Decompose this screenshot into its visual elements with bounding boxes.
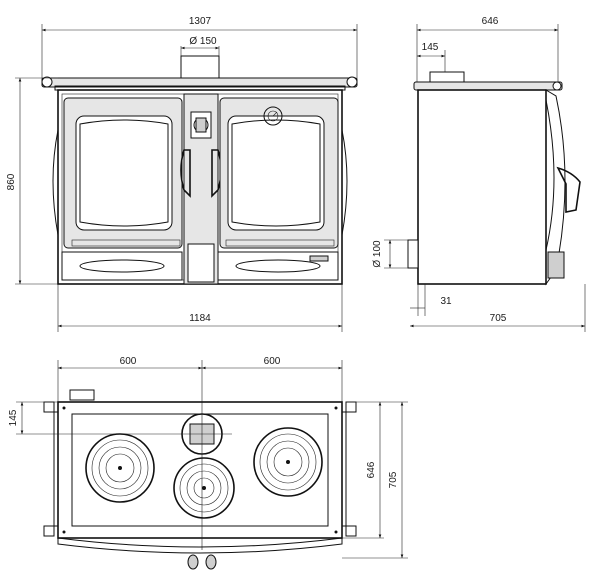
hot-plate-icon <box>85 433 155 503</box>
dim-plan-flue-offset-label: 145 <box>8 409 19 426</box>
front-view: 1307 Ø 150 <box>6 16 358 332</box>
dim-body-width-label: 1184 <box>189 313 211 324</box>
side-view: 646 145 Ø 100 <box>372 16 586 332</box>
dim-side-depth-top-label: 646 <box>482 16 499 27</box>
plan-view: 600 600 145 <box>8 356 408 570</box>
dimension-plan-halves: 600 600 <box>57 356 343 408</box>
thermometer-icon <box>263 106 283 126</box>
dim-plan-left-label: 600 <box>120 356 137 367</box>
dim-height-label: 860 <box>6 173 17 190</box>
hot-plate-icon <box>173 457 235 519</box>
hot-plate-icon <box>253 427 323 497</box>
dim-plan-depth-inner-label: 646 <box>366 461 377 478</box>
dim-flue-offset-label: 145 <box>422 42 439 53</box>
dimension-side-depth-top: 646 <box>416 16 559 84</box>
dimension-total-width: 1307 <box>41 16 358 80</box>
dimension-flue-offset: 145 <box>417 42 446 72</box>
dim-plan-depth-outer-label: 705 <box>388 471 399 488</box>
dimension-side-depth-bottom: 705 <box>410 284 586 332</box>
rear-outlet: Ø 100 <box>372 239 419 269</box>
dim-rear-outlet-label: Ø 100 <box>372 240 383 268</box>
dimension-plan-depths: 646 705 <box>342 401 408 559</box>
dim-plan-right-label: 600 <box>264 356 281 367</box>
dim-flue-diameter-label: Ø 150 <box>189 36 217 47</box>
right-oven-door <box>219 97 339 249</box>
door-handle-icon <box>180 149 191 198</box>
left-oven-door <box>63 97 183 249</box>
dim-side-depth-bottom-label: 705 <box>490 313 507 324</box>
flue-pipe-front: Ø 150 <box>180 36 220 79</box>
dimension-body-width: 1184 <box>57 284 343 332</box>
dimension-height: 860 <box>6 77 58 285</box>
plan-flue-opening <box>160 408 232 550</box>
center-column <box>180 93 222 285</box>
dim-rear-offset-label: 31 <box>440 296 452 307</box>
bottom-drawers <box>61 251 339 281</box>
dimension-plan-flue-offset: 145 <box>8 401 160 435</box>
dimension-rear-offset: 31 <box>410 284 452 316</box>
dim-total-width-label: 1307 <box>189 16 212 27</box>
